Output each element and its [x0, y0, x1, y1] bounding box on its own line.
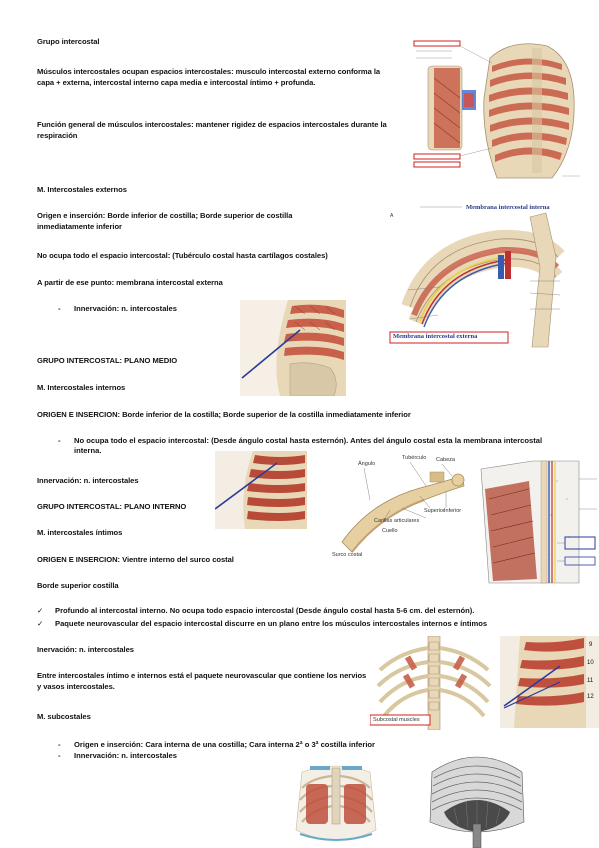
label-membrana-interna: Membrana intercostal interna	[466, 204, 550, 211]
rib-number-12: 12	[587, 694, 594, 700]
paragraph-inervacion-4: Innervación: n. intercostales	[74, 751, 177, 760]
ribcage-intercostal-figure	[412, 38, 582, 180]
paragraph-no-ocupa-internos: No ocupa todo el espacio intercostal: (D…	[74, 436, 543, 455]
paragraph-entre-intercostales: Entre intercostales íntimo e internos es…	[37, 671, 367, 691]
paragraph-inervacion-2: Innervación: n. intercostales	[37, 476, 139, 485]
label-inferior: Inferior	[444, 508, 462, 514]
paragraph-funcion: Función general de músculos intercostale…	[37, 120, 387, 140]
heading-externos: M. Intercostales externos	[37, 185, 127, 194]
paragraph-profundo: Profundo al intercostal interno. No ocup…	[55, 606, 475, 615]
heading-plano-medio: GRUPO INTERCOSTAL: PLANO MEDIO	[37, 356, 178, 365]
label-membrana-externa: Membrana intercostal externa	[393, 333, 478, 340]
external-intercostal-photo	[240, 300, 346, 396]
dash-marker: -	[58, 304, 61, 313]
label-cuello: Cuello	[382, 528, 398, 534]
label-cabeza: Cabeza	[436, 457, 455, 463]
paragraph-inervacion-1: Innervación: n. intercostales	[74, 304, 177, 313]
label-subcostal: Subcostal muscles	[373, 717, 420, 723]
subcostal-posterior-figure: Subcostal muscles	[370, 636, 498, 730]
rib-number-10: 10	[587, 660, 594, 666]
label-surco-costal: Surco costal	[332, 552, 363, 558]
ribcage-interior-figure	[424, 742, 530, 848]
dash-marker: -	[58, 436, 61, 445]
heading-intimos: M. intercostales íntimos	[37, 528, 123, 537]
paragraph-origen-internos: ORIGEN E INSERCION: Borde inferior de la…	[37, 410, 411, 419]
paragraph-membrana-externa: A partir de ese punto: membrana intercos…	[37, 278, 223, 287]
heading-plano-interno: GRUPO INTERCOSTAL: PLANO INTERNO	[37, 502, 187, 511]
heading-grupo-intercostal: Grupo intercostal	[37, 37, 100, 46]
intercostal-section-figure	[479, 459, 599, 587]
dash-marker: -	[58, 751, 61, 760]
heading-subcostales: M. subcostales	[37, 712, 91, 721]
check-marker: ✓	[37, 606, 44, 615]
rib-number-9: 9	[589, 642, 593, 648]
paragraph-borde-superior: Borde superior costilla	[37, 581, 119, 590]
internal-intercostal-photo	[215, 451, 307, 529]
paragraph-origen-intimos: ORIGEN E INSERCION: Vientre interno del …	[37, 555, 234, 564]
label-angulo: Ángulo	[358, 461, 376, 467]
paragraph-origen-externos: Origen e inserción: Borde inferior de co…	[37, 211, 293, 231]
label-tuberculo: Tubérculo	[402, 455, 427, 461]
label-superior: Superior	[424, 508, 445, 514]
paragraph-no-ocupa-externos: No ocupa todo el espacio intercostal: (T…	[37, 251, 328, 260]
anterior-ribcage-figure	[292, 760, 380, 846]
heading-internos: M. Intercostales internos	[37, 383, 126, 392]
membrane-intercostal-figure: A Membrana intercostal interna Membra	[380, 197, 588, 357]
paragraph-inervacion-3: Inervación: n. intercostales	[37, 645, 134, 654]
paragraph-paquete: Paquete neurovascular del espacio interc…	[55, 619, 488, 628]
label-carillas: Carillas articulares	[374, 518, 420, 524]
rib-anatomy-figure: Ángulo Tubérculo Cabeza Superior Inferio…	[330, 452, 472, 570]
paragraph-intercostales: Músculos intercostales ocupan espacios i…	[37, 67, 381, 87]
rib-number-11: 11	[587, 678, 594, 684]
check-marker: ✓	[37, 619, 44, 628]
paragraph-origen-subcostales: Origen e inserción: Cara interna de una …	[74, 740, 376, 749]
dash-marker: -	[58, 740, 61, 749]
numbered-ribs-figure: 9 10 11 12	[500, 636, 599, 728]
figure-letter: A	[390, 213, 394, 219]
